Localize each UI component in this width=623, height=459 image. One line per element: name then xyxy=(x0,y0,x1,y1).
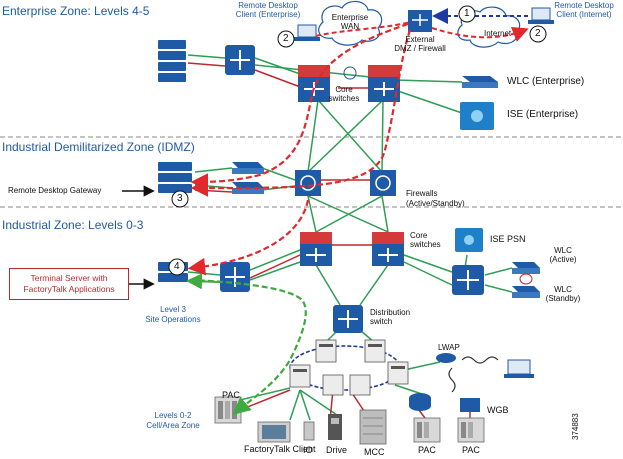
wlc-enterprise-device xyxy=(462,76,498,88)
ise-psn-device xyxy=(455,228,483,252)
step-marker-3 xyxy=(171,190,189,208)
step-number-1: 1 xyxy=(464,8,470,19)
access-switch-6 xyxy=(349,374,371,396)
io-device xyxy=(303,421,315,441)
figure-id: 374883 xyxy=(571,413,580,440)
wireless-laptop xyxy=(504,359,534,378)
zone-title-idmz: Industrial Demilitarized Zone (IDMZ) xyxy=(2,140,195,154)
drive-device xyxy=(328,414,342,440)
zone-title-industrial: Industrial Zone: Levels 0-3 xyxy=(2,218,144,232)
step-number-2-enterprise: 2 xyxy=(283,33,289,44)
factorytalk-client-label: FactoryTalk Client xyxy=(244,444,316,454)
step-marker-4 xyxy=(168,258,186,276)
zone-title-enterprise: Enterprise Zone: Levels 4-5 xyxy=(2,4,150,18)
factorytalk-client-device xyxy=(257,421,291,443)
level3-switch xyxy=(220,262,250,292)
router-device xyxy=(409,393,431,411)
pac-left-device xyxy=(214,396,242,424)
ise-psn-label: ISE PSN xyxy=(490,234,526,244)
wgb-device xyxy=(460,398,480,412)
green-arrow-to-server xyxy=(186,273,221,290)
step-marker-1 xyxy=(458,5,476,23)
ise-enterprise-device xyxy=(460,102,494,130)
pac-mid-device xyxy=(413,417,441,443)
firewalls-label: Firewalls(Active/Standby) xyxy=(406,189,465,208)
terminal-server-label-line1: Terminal Server with xyxy=(30,273,108,283)
enterprise-distribution-switch xyxy=(225,45,255,75)
enterprise-core-switch-right xyxy=(368,65,400,102)
idmz-to-terminal-server-path xyxy=(187,199,310,276)
dmz-to-idmz-path xyxy=(190,29,412,197)
wlc-standby-label: WLC(Standby) xyxy=(545,285,581,303)
wlc-link-bundle xyxy=(519,273,533,285)
wireless-signal-wgb xyxy=(448,367,456,393)
terminal-server-label-line2: FactoryTalk Applications xyxy=(23,284,115,294)
distribution-switch xyxy=(333,305,363,333)
internet-label: Internet xyxy=(484,29,512,38)
remote-desktop-client-internet xyxy=(528,7,554,24)
step-marker-2-internet xyxy=(529,25,547,43)
access-switch-3 xyxy=(289,364,311,388)
internet-return-path xyxy=(431,27,529,42)
external-firewall xyxy=(408,10,432,32)
step-number-3: 3 xyxy=(177,193,183,204)
green-links xyxy=(187,54,513,421)
wlc-standby-device xyxy=(512,286,540,298)
pac-right-label: PAC xyxy=(462,445,480,455)
rd-gateway-label: Remote Desktop Gateway xyxy=(8,186,102,195)
access-switch-1 xyxy=(315,339,337,363)
idmz-switch-bottom xyxy=(232,182,264,194)
remote-desktop-client-enterprise xyxy=(294,24,320,41)
ise-enterprise-label: ISE (Enterprise) xyxy=(507,109,579,120)
wlc-active-device xyxy=(512,262,540,274)
wlc-enterprise-label: WLC (Enterprise) xyxy=(507,76,585,87)
step-number-4: 4 xyxy=(174,261,180,272)
wlc-active-label: WLC(Active) xyxy=(549,246,577,264)
access-switch-4 xyxy=(387,361,409,385)
idmz-firewall-right xyxy=(370,170,396,196)
access-switch-5 xyxy=(322,374,344,396)
pac-mid-label: PAC xyxy=(418,445,436,455)
enterprise-wan-cloud xyxy=(318,0,383,46)
enterprise-core-switch-left xyxy=(298,65,330,102)
mcc-device xyxy=(359,409,387,445)
wgb-label: WGB xyxy=(487,405,509,415)
pac-left-label: PAC xyxy=(222,390,240,400)
terminal-server-to-pac-path xyxy=(189,278,307,415)
lwap-label: LWAP xyxy=(438,343,460,352)
wireless-signal xyxy=(461,356,499,364)
access-switch-2 xyxy=(364,339,386,363)
enterprise-server-stack xyxy=(158,40,186,82)
idmz-firewall-left xyxy=(295,170,321,196)
step-marker-2-enterprise xyxy=(277,30,295,48)
wlc-access-switch xyxy=(452,265,484,295)
idmz-server-stack xyxy=(158,162,192,193)
lwap-device xyxy=(436,353,456,363)
drive-label: Drive xyxy=(326,445,348,455)
io-label: IO xyxy=(303,445,313,455)
pac-right-device xyxy=(457,417,485,443)
terminal-server-box: Terminal Server with FactoryTalk Applica… xyxy=(9,268,129,300)
enterprise-client-path xyxy=(315,21,411,37)
core-to-idmz-path xyxy=(190,22,409,191)
mcc-label: MCC xyxy=(364,447,385,457)
industrial-core-switch-right xyxy=(372,232,404,266)
idmz-switch-top xyxy=(232,162,264,174)
industrial-core-switch-left xyxy=(300,232,332,266)
core-link-bundle xyxy=(343,66,357,80)
step-number-2-internet: 2 xyxy=(535,28,541,39)
